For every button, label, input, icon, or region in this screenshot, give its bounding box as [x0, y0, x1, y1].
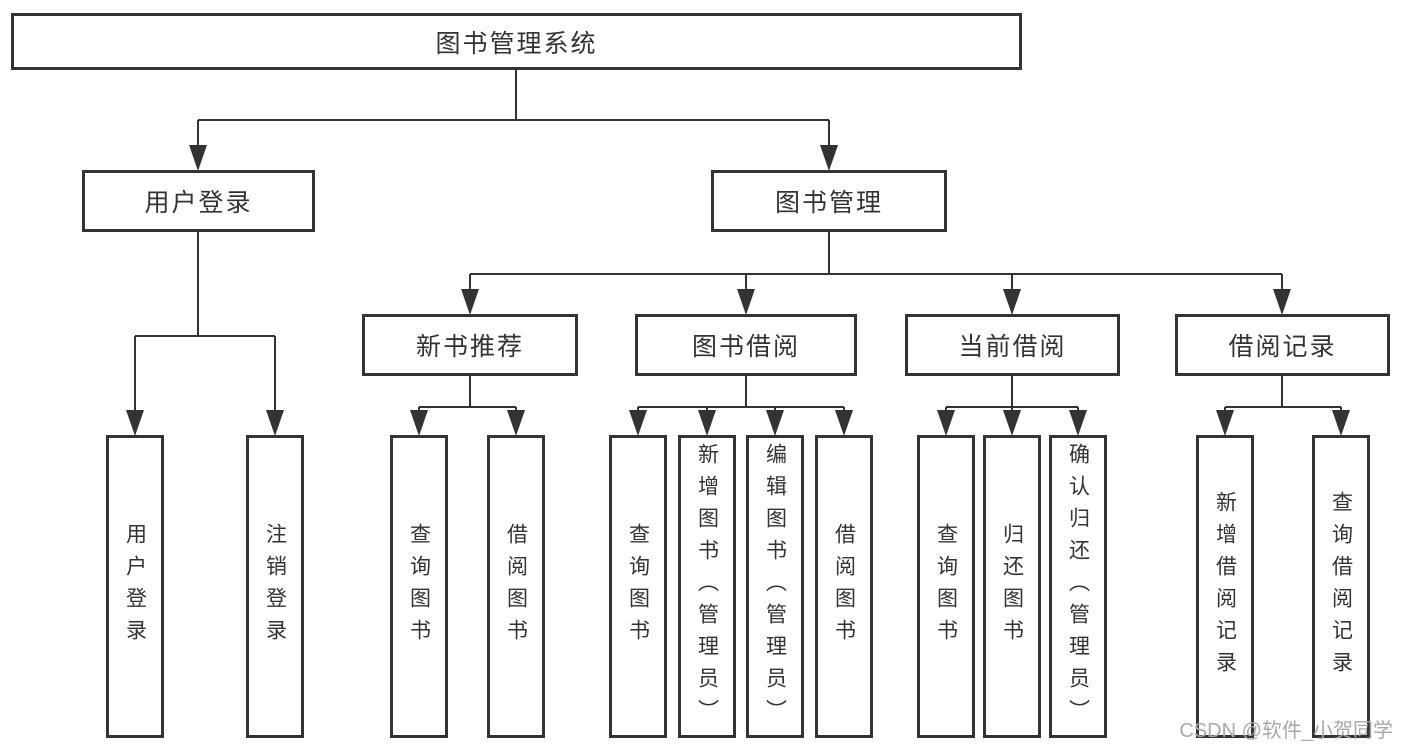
leaf-return-book: 归还图书: [983, 435, 1041, 738]
leaf-query-borrow-record: 查询借阅记录: [1312, 435, 1370, 738]
node-user-login-label: 用户登录: [144, 189, 253, 217]
leaf-query-books-current-label: 查询图书: [934, 522, 958, 651]
node-borrow-records-label: 借阅记录: [1228, 333, 1337, 361]
node-library-system: 图书管理系统: [11, 13, 1022, 70]
leaf-add-borrow-record: 新增借阅记录: [1196, 435, 1254, 738]
node-user-login: 用户登录: [82, 170, 315, 232]
leaf-add-book-admin-label: 新增图书（管理员）: [695, 442, 719, 731]
node-book-management-label: 图书管理: [774, 189, 883, 217]
leaf-edit-book-admin-label: 编辑图书（管理员）: [763, 442, 787, 731]
leaf-query-books-recommend-label: 查询图书: [407, 522, 431, 651]
node-new-book-recommend-label: 新书推荐: [415, 333, 524, 361]
leaf-add-book-admin: 新增图书（管理员）: [678, 435, 736, 738]
leaf-borrow-books-borrow: 借阅图书: [815, 435, 873, 738]
leaf-user-login-label: 用户登录: [123, 522, 147, 651]
leaf-confirm-return-admin: 确认归还（管理员）: [1049, 435, 1107, 738]
leaf-borrow-books-recommend: 借阅图书: [487, 435, 545, 738]
node-book-borrow: 图书借阅: [635, 314, 857, 376]
leaf-query-borrow-record-label: 查询借阅记录: [1329, 490, 1353, 683]
node-book-borrow-label: 图书借阅: [691, 333, 800, 361]
node-current-borrow: 当前借阅: [905, 314, 1120, 376]
leaf-logout: 注销登录: [246, 435, 304, 738]
leaf-query-books-current: 查询图书: [917, 435, 975, 738]
leaf-borrow-books-borrow-label: 借阅图书: [832, 522, 856, 651]
leaf-borrow-books-recommend-label: 借阅图书: [504, 522, 528, 651]
node-borrow-records: 借阅记录: [1175, 314, 1390, 376]
leaf-logout-label: 注销登录: [263, 522, 287, 651]
node-new-book-recommend: 新书推荐: [362, 314, 578, 376]
leaf-confirm-return-admin-label: 确认归还（管理员）: [1066, 442, 1090, 731]
leaf-query-books-recommend: 查询图书: [390, 435, 448, 738]
leaf-query-books-borrow: 查询图书: [609, 435, 667, 738]
node-current-borrow-label: 当前借阅: [958, 333, 1067, 361]
leaf-query-books-borrow-label: 查询图书: [626, 522, 650, 651]
leaf-return-book-label: 归还图书: [1000, 522, 1024, 651]
lines: [134, 69, 1342, 413]
leaf-edit-book-admin: 编辑图书（管理员）: [746, 435, 804, 738]
leaf-user-login: 用户登录: [106, 435, 164, 738]
arrowheads: [126, 145, 1350, 436]
leaf-add-borrow-record-label: 新增借阅记录: [1213, 490, 1237, 683]
node-library-system-label: 图书管理系统: [435, 29, 598, 58]
node-book-management: 图书管理: [711, 170, 947, 232]
